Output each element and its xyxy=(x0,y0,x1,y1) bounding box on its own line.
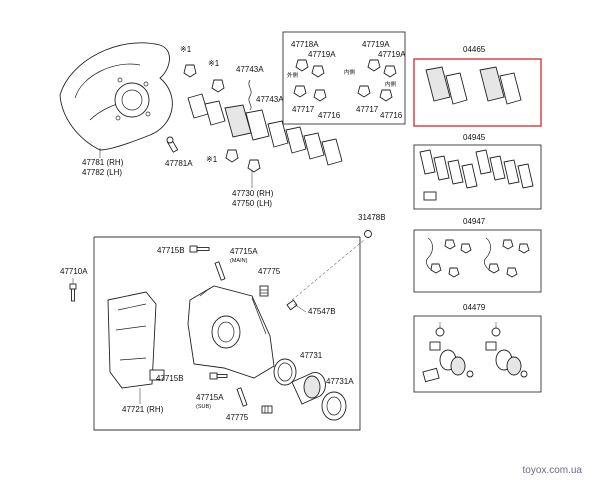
dust-shield[interactable] xyxy=(59,42,173,151)
label-31478B: 31478B xyxy=(358,213,386,222)
bolt-47781A[interactable] xyxy=(166,136,179,153)
shim-clips[interactable] xyxy=(293,59,397,102)
label-inner-1: 内側 xyxy=(344,68,356,76)
mark1-c: ※1 xyxy=(206,155,218,164)
box-04947 xyxy=(413,229,542,293)
label-47781A: 47781A xyxy=(165,159,193,168)
label-47775-top: 47775 xyxy=(258,267,281,276)
pad-kit-04465[interactable] xyxy=(425,66,522,105)
label-47775-bottom: 47775 xyxy=(226,413,249,422)
piston-seal-47731[interactable] xyxy=(273,358,297,386)
label-47717-left: 47717 xyxy=(292,105,315,114)
pin-47715A-main[interactable] xyxy=(214,261,226,281)
brake-pads-main[interactable] xyxy=(187,93,343,166)
label-47715A-sub: 47715A xyxy=(196,393,224,402)
label-47717-right: 47717 xyxy=(356,105,379,114)
label-47781: 47781 (RH) xyxy=(82,158,124,167)
label-47547B: 47547B xyxy=(308,307,336,316)
label-47719A-left: 47719A xyxy=(308,50,336,59)
watermark: toyox.com.ua xyxy=(522,465,582,476)
box-04945 xyxy=(413,144,542,210)
label-outer: 外側 xyxy=(287,71,299,79)
pad-clip-lower[interactable] xyxy=(225,149,261,173)
bolt-47710A[interactable] xyxy=(69,283,77,302)
label-47719A-right2: 47719A xyxy=(378,50,406,59)
pad-clip-upper[interactable] xyxy=(183,64,225,93)
boot-47775-top[interactable] xyxy=(259,285,269,297)
box-caliper-assembly xyxy=(93,236,361,431)
torque-plate-47721[interactable] xyxy=(107,291,165,389)
label-47716-left: 47716 xyxy=(318,111,341,120)
bleeder-47547B[interactable] xyxy=(286,299,307,313)
spring-47743A[interactable] xyxy=(248,79,252,111)
label-04945: 04945 xyxy=(463,133,486,142)
label-47718A: 47718A xyxy=(291,40,319,49)
label-47731A: 47731A xyxy=(326,377,354,386)
box-04465-highlight[interactable] xyxy=(413,58,542,127)
label-47743A-top: 47743A xyxy=(236,65,264,74)
cap-31478B[interactable] xyxy=(364,230,372,238)
label-04465: 04465 xyxy=(463,45,486,54)
label-47719A-right1: 47719A xyxy=(362,40,390,49)
mark1-b: ※1 xyxy=(208,59,220,68)
label-47743A-mid: 47743A xyxy=(256,95,284,104)
bolt-47715B-bottom[interactable] xyxy=(209,372,228,380)
label-47715A-main: 47715A xyxy=(230,247,258,256)
pin-47715A-sub[interactable] xyxy=(236,387,248,407)
label-04479: 04479 xyxy=(463,303,486,312)
caliper-body[interactable] xyxy=(187,285,275,379)
label-47750: 47750 (LH) xyxy=(232,199,272,208)
piston[interactable] xyxy=(291,372,326,405)
label-47731: 47731 xyxy=(300,351,323,360)
piston-boot-47731A[interactable] xyxy=(321,391,347,421)
label-inner-2: 内側 xyxy=(385,80,397,88)
label-47782: 47782 (LH) xyxy=(82,168,122,177)
boot-47775-bottom[interactable] xyxy=(261,405,273,414)
box-shims xyxy=(282,31,406,125)
tag-sub: (SUB) xyxy=(196,404,211,410)
label-47715B-bottom: 47715B xyxy=(156,374,184,383)
mark1-a: ※1 xyxy=(180,45,192,54)
fitting-kit-04947[interactable] xyxy=(426,237,530,278)
seal-kit-04479[interactable] xyxy=(422,322,528,383)
label-04947: 04947 xyxy=(463,217,486,226)
box-04479 xyxy=(413,315,542,393)
bolt-47715B-top[interactable] xyxy=(189,245,210,253)
label-47716-right: 47716 xyxy=(380,111,403,120)
label-47710A: 47710A xyxy=(60,267,88,276)
tag-main: (MAIN) xyxy=(230,258,248,264)
label-47721: 47721 (RH) xyxy=(122,405,164,414)
label-47715B-top: 47715B xyxy=(157,246,185,255)
label-47730: 47730 (RH) xyxy=(232,189,274,198)
shim-kit-04945[interactable] xyxy=(419,149,534,201)
